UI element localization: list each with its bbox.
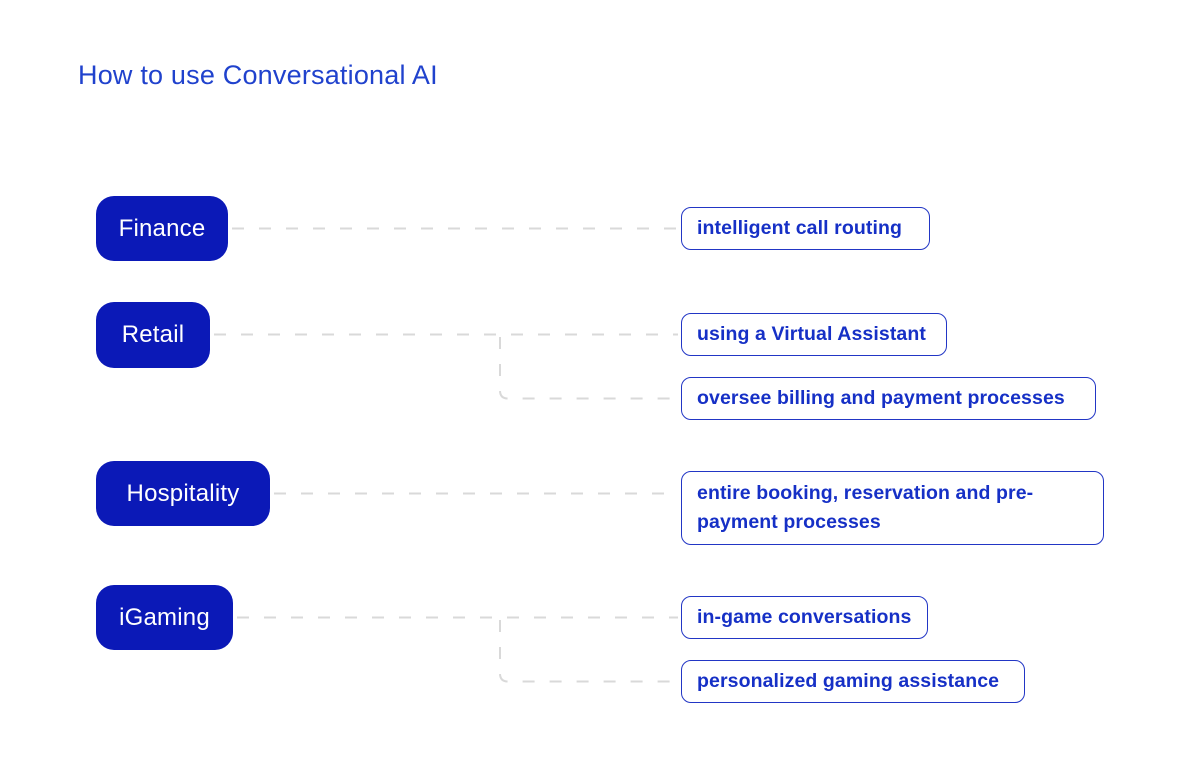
category-igaming-label: iGaming — [119, 603, 210, 631]
category-hospitality-label: Hospitality — [126, 479, 240, 507]
usecase-label: using a Virtual Assistant — [697, 323, 926, 345]
usecase-retail-billing-payments[interactable]: oversee billing and payment processes — [681, 377, 1096, 420]
usecase-label: oversee billing and payment processes — [697, 387, 1065, 409]
usecase-label: in-game conversations — [697, 606, 912, 628]
usecase-finance-call-routing[interactable]: intelligent call routing — [681, 207, 930, 250]
category-retail-label: Retail — [121, 321, 185, 348]
page-title: How to use Conversational AI — [78, 60, 438, 90]
usecase-label: intelligent call routing — [697, 217, 902, 239]
usecase-retail-virtual-assistant[interactable]: using a Virtual Assistant — [681, 313, 947, 356]
usecase-hospitality-booking[interactable]: entire booking, reservation and pre-paym… — [681, 471, 1104, 545]
category-finance[interactable]: Finance — [96, 196, 228, 261]
usecase-label: personalized gaming assistance — [697, 670, 1000, 692]
connector-retail-branch — [499, 337, 678, 400]
category-hospitality[interactable]: Hospitality — [96, 461, 270, 526]
usecase-igaming-personalized-assistance[interactable]: personalized gaming assistance — [681, 660, 1025, 703]
connector-igaming-branch — [499, 620, 678, 683]
category-igaming[interactable]: iGaming — [96, 585, 233, 650]
category-retail[interactable]: Retail — [96, 302, 210, 368]
usecase-label: entire booking, reservation and pre-paym… — [697, 482, 1034, 533]
usecase-igaming-ingame-conversations[interactable]: in-game conversations — [681, 596, 928, 639]
category-finance-label: Finance — [118, 214, 206, 242]
